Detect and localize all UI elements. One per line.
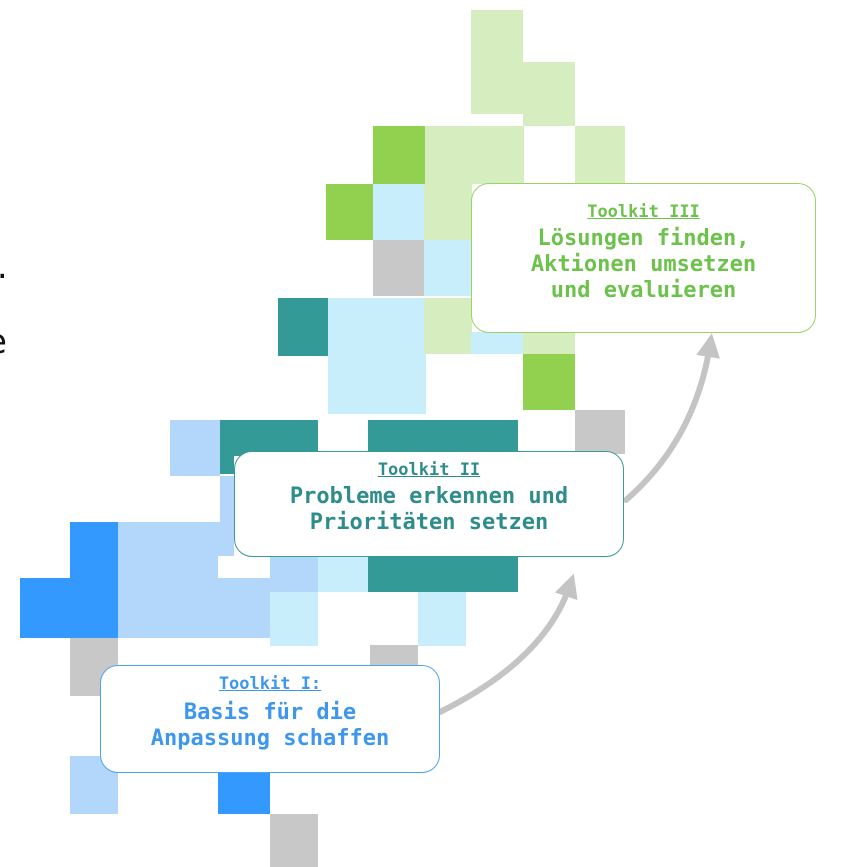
mosaic-tile — [278, 298, 328, 356]
toolkit-3-label[interactable]: Toolkit III — [587, 202, 700, 222]
toolkit-3-box[interactable]: Toolkit III Lösungen finden, Aktionen um… — [471, 183, 816, 333]
mosaic-tile — [220, 476, 234, 522]
clipped-edge-text-2: e — [0, 325, 7, 359]
mosaic-tile — [418, 592, 466, 646]
toolkit-3-title: Lösungen finden, Aktionen umsetzen und e… — [530, 226, 757, 303]
mosaic-tile — [270, 592, 318, 646]
toolkit-1-box[interactable]: Toolkit I: Basis für die Anpassung schaf… — [100, 665, 440, 773]
mosaic-tile — [575, 410, 625, 454]
mosaic-tile — [471, 332, 523, 354]
mosaic-tile — [523, 354, 575, 410]
mosaic-tile — [118, 578, 270, 638]
mosaic-tile — [20, 578, 118, 638]
toolkit-1-label[interactable]: Toolkit I: — [218, 674, 322, 694]
mosaic-tile — [220, 456, 234, 474]
mosaic-tile — [368, 420, 518, 454]
mosaic-tile — [368, 556, 518, 592]
mosaic-tile — [424, 240, 472, 296]
toolkit-2-box[interactable]: Toolkit II Probleme erkennen und Priorit… — [234, 451, 624, 557]
mosaic-tile — [328, 298, 426, 414]
mosaic-tile — [318, 556, 368, 592]
mosaic-tile — [575, 126, 625, 186]
mosaic-tile — [424, 184, 472, 240]
toolkit-1-title: Basis für die Anpassung schaffen — [150, 700, 390, 751]
mosaic-tile — [373, 240, 425, 296]
arrow-toolkit-1-to-2 — [437, 573, 578, 715]
arrow-toolkit-2-to-3 — [623, 333, 720, 503]
toolkit-2-label[interactable]: Toolkit II — [377, 460, 481, 480]
mosaic-tile — [220, 420, 318, 456]
mosaic-tile — [471, 62, 523, 114]
toolkit-2-title: Probleme erkennen und Prioritäten setzen — [289, 484, 569, 535]
mosaic-tile — [218, 522, 234, 556]
mosaic-tile — [523, 332, 575, 354]
mosaic-tile — [373, 126, 425, 184]
clipped-edge-text-1: r. — [0, 250, 8, 284]
mosaic-tile — [270, 814, 318, 867]
mosaic-tile — [370, 645, 418, 665]
mosaic-tile — [523, 62, 575, 126]
mosaic-tile — [118, 522, 218, 578]
mosaic-tile — [471, 10, 523, 62]
mosaic-tile — [373, 184, 425, 240]
mosaic-tile — [70, 522, 118, 578]
mosaic-tile — [326, 184, 374, 240]
mosaic-tile — [424, 298, 472, 354]
mosaic-tile — [270, 556, 318, 592]
mosaic-tile — [218, 773, 270, 814]
mosaic-tile — [424, 126, 524, 184]
mosaic-tile — [170, 420, 220, 476]
